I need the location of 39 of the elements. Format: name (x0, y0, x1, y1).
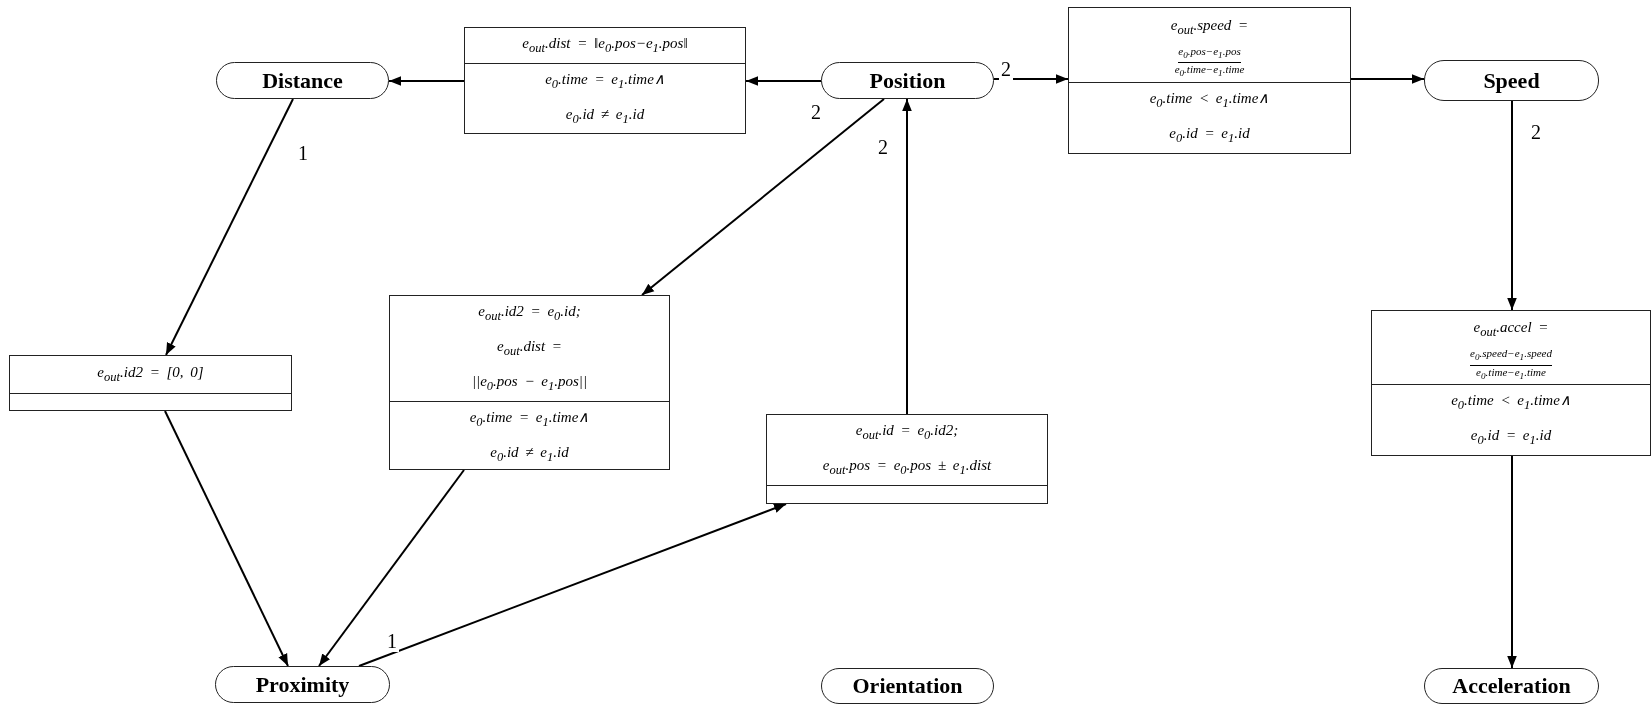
fraction-denominator: e$_{0}$.time−e$_{1}$.time (1174, 63, 1245, 81)
output-formula: e$_{out}$.speed = (1170, 15, 1249, 39)
event-name: Speed (1483, 67, 1540, 94)
arrow (902, 98, 912, 415)
output-formula: e$_{out}$.pos = e$_{0}$.pos ± e$_{1}$.dist (822, 456, 992, 479)
event-name: Position (869, 67, 946, 94)
event-name: Orientation (852, 673, 963, 699)
condition-formula: e$_{0}$.time = e$_{1}$.time∧ e$_{0}$.id ≠ e$_{1}$.id (469, 408, 590, 466)
event-name: Proximity (255, 671, 350, 698)
arrow (318, 469, 465, 667)
output-formula: e$_{out}$.id2 = e$_{0}$.id; (478, 302, 581, 325)
fraction-numerator: e$_{0}$.speed−e$_{1}$.speed (1470, 347, 1552, 366)
event-node (821, 62, 994, 99)
arrow (641, 98, 885, 296)
arrow (1507, 455, 1517, 669)
event-node (215, 666, 390, 703)
event-name: Distance (262, 67, 343, 94)
fraction-denominator: e$_{0}$.time−e$_{1}$.time (1476, 365, 1546, 383)
output-formula: e$_{out}$.id2 = [0, 0] (97, 363, 204, 386)
condition-formula: e$_{0}$.time = e$_{1}$.time∧ e$_{0}$.id ≠ e$_{1}$.id (545, 70, 665, 128)
event-name: Acceleration (1452, 673, 1571, 699)
condition-formula: e$_{0}$.time < e$_{1}$.time∧ e$_{0}$.id = e$_{1}$.id (1149, 89, 1270, 147)
event-node (216, 62, 389, 99)
arrow (165, 98, 294, 356)
arrow (745, 76, 822, 86)
arrow (993, 74, 1069, 84)
arrow (1507, 100, 1517, 311)
event-node (1424, 60, 1599, 101)
arrow (164, 410, 289, 667)
event-node (1424, 668, 1599, 704)
output-formula: e$_{out}$.dist = ‖e$_{0}$.pos−e$_{1}$.pos‖ (522, 34, 688, 57)
arrow (388, 76, 465, 86)
condition-formula: e$_{0}$.time < e$_{1}$.time∧ e$_{0}$.id = e$_{1}$.id (1451, 391, 1571, 449)
fraction-numerator: e$_{0}$.pos−e$_{1}$.pos (1178, 44, 1241, 63)
arrow (1350, 74, 1425, 84)
arrow (358, 503, 787, 667)
output-formula: e$_{out}$.accel = (1473, 318, 1549, 342)
event-node (821, 668, 994, 704)
output-formula: e$_{out}$.id = e$_{0}$.id2; (855, 421, 959, 444)
